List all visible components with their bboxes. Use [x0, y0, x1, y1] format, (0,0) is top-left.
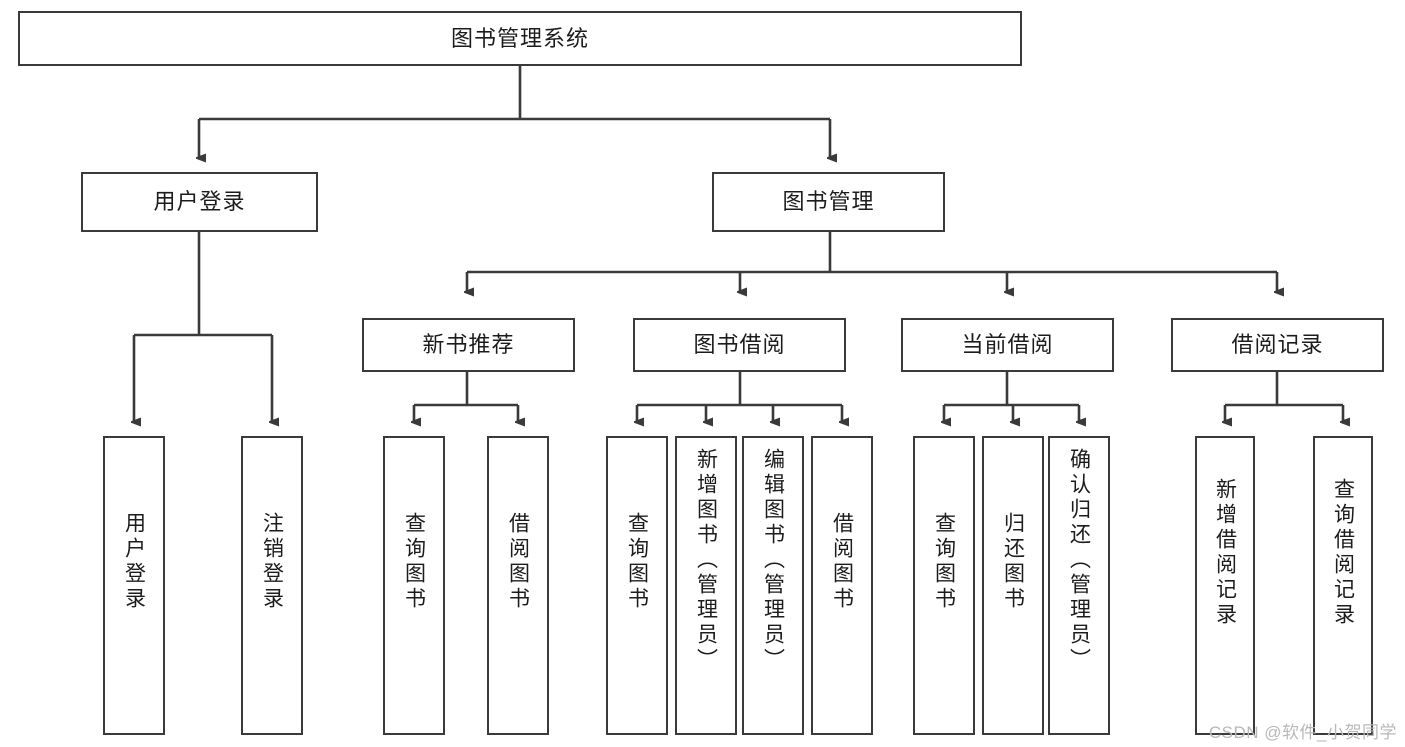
node-leaf-return-book-label: 归还图书 — [1001, 512, 1025, 612]
node-leaf-borrow-book-1[interactable]: 借阅图书 — [487, 436, 549, 735]
node-book-manage-label: 图书管理 — [782, 189, 875, 215]
node-leaf-query-book-2-label: 查询图书 — [625, 512, 649, 612]
node-book-manage[interactable]: 图书管理 — [712, 172, 945, 232]
node-root[interactable]: 图书管理系统 — [18, 11, 1022, 66]
node-leaf-user-logout-label: 注销登录 — [260, 512, 284, 612]
node-leaf-query-book-3[interactable]: 查询图书 — [913, 436, 975, 735]
node-leaf-borrow-book-2[interactable]: 借阅图书 — [811, 436, 873, 735]
node-leaf-borrow-book-2-label: 借阅图书 — [830, 512, 854, 612]
node-leaf-add-book[interactable]: 新增图书（管理员） — [675, 436, 737, 735]
node-leaf-query-book-3-label: 查询图书 — [932, 512, 956, 612]
node-root-label: 图书管理系统 — [450, 25, 589, 51]
node-leaf-edit-book[interactable]: 编辑图书（管理员） — [742, 436, 804, 735]
node-leaf-edit-book-label: 编辑图书（管理员） — [761, 448, 785, 673]
node-current-borrow[interactable]: 当前借阅 — [901, 318, 1114, 372]
node-leaf-user-logout[interactable]: 注销登录 — [241, 436, 303, 735]
node-leaf-query-record[interactable]: 查询借阅记录 — [1313, 436, 1373, 735]
node-new-book-recommend[interactable]: 新书推荐 — [362, 318, 575, 372]
csdn-watermark: CSDN @软件_小贺同学 — [1208, 723, 1397, 742]
node-leaf-query-book-1[interactable]: 查询图书 — [383, 436, 445, 735]
node-leaf-user-login-label: 用户登录 — [122, 512, 146, 612]
node-book-borrow-label: 图书借阅 — [693, 332, 786, 358]
node-leaf-query-book-2[interactable]: 查询图书 — [606, 436, 668, 735]
node-leaf-add-record-label: 新增借阅记录 — [1213, 478, 1237, 628]
node-new-book-recommend-label: 新书推荐 — [422, 332, 515, 358]
node-user-login-label: 用户登录 — [153, 189, 246, 215]
node-leaf-user-login[interactable]: 用户登录 — [103, 436, 165, 735]
node-borrow-record[interactable]: 借阅记录 — [1171, 318, 1384, 372]
node-user-login[interactable]: 用户登录 — [81, 172, 318, 232]
node-borrow-record-label: 借阅记录 — [1231, 332, 1324, 358]
node-leaf-confirm-return-label: 确认归还（管理员） — [1067, 448, 1091, 673]
node-book-borrow[interactable]: 图书借阅 — [633, 318, 846, 372]
node-leaf-add-record[interactable]: 新增借阅记录 — [1195, 436, 1255, 735]
node-leaf-query-record-label: 查询借阅记录 — [1331, 478, 1355, 628]
node-leaf-query-book-1-label: 查询图书 — [402, 512, 426, 612]
node-leaf-add-book-label: 新增图书（管理员） — [694, 448, 718, 673]
node-leaf-borrow-book-1-label: 借阅图书 — [506, 512, 530, 612]
node-leaf-return-book[interactable]: 归还图书 — [982, 436, 1044, 735]
node-current-borrow-label: 当前借阅 — [961, 332, 1054, 358]
node-leaf-confirm-return[interactable]: 确认归还（管理员） — [1048, 436, 1110, 735]
